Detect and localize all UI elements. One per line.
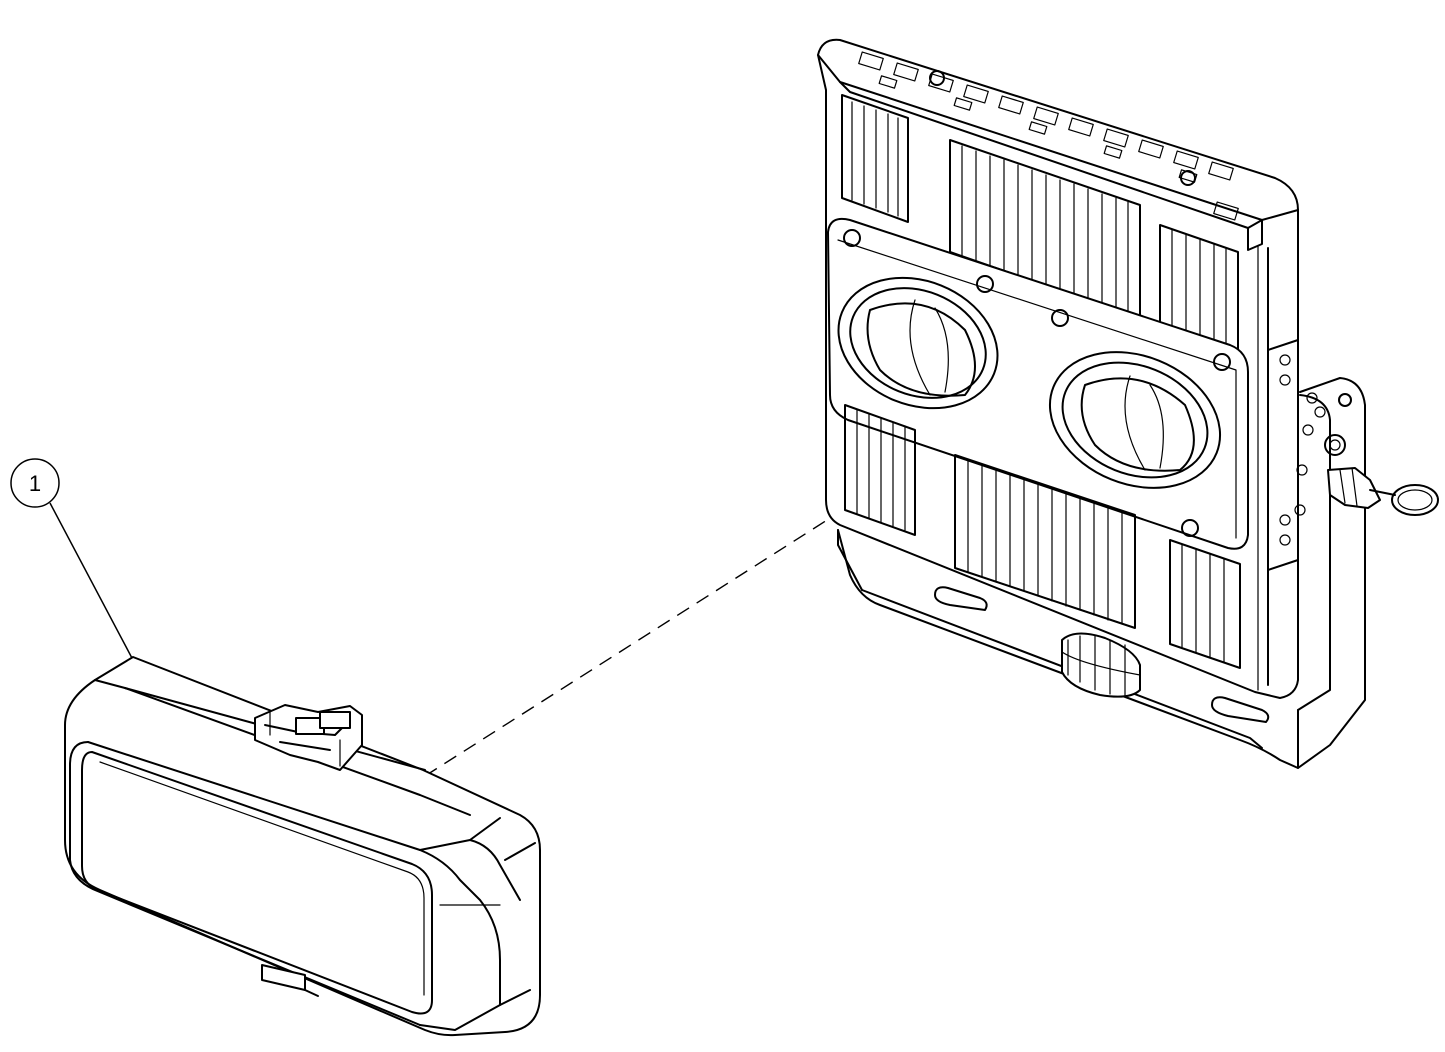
floodlight-housing-icon bbox=[817, 38, 1299, 699]
callout-1: 1 bbox=[10, 458, 134, 661]
top-vent-slots bbox=[858, 51, 1239, 221]
lower-cooling-fins bbox=[844, 404, 1241, 669]
callout-circle bbox=[10, 458, 60, 508]
left-lens-icon bbox=[837, 276, 999, 410]
leader-line bbox=[49, 502, 134, 661]
connector-clip-icon bbox=[254, 704, 363, 771]
right-lens-icon bbox=[1048, 351, 1222, 489]
front-cover-module-icon bbox=[64, 656, 541, 1037]
cable-gland-icon bbox=[1327, 467, 1439, 516]
mounting-bracket-icon bbox=[837, 339, 1366, 769]
callout-number: 1 bbox=[29, 471, 41, 496]
